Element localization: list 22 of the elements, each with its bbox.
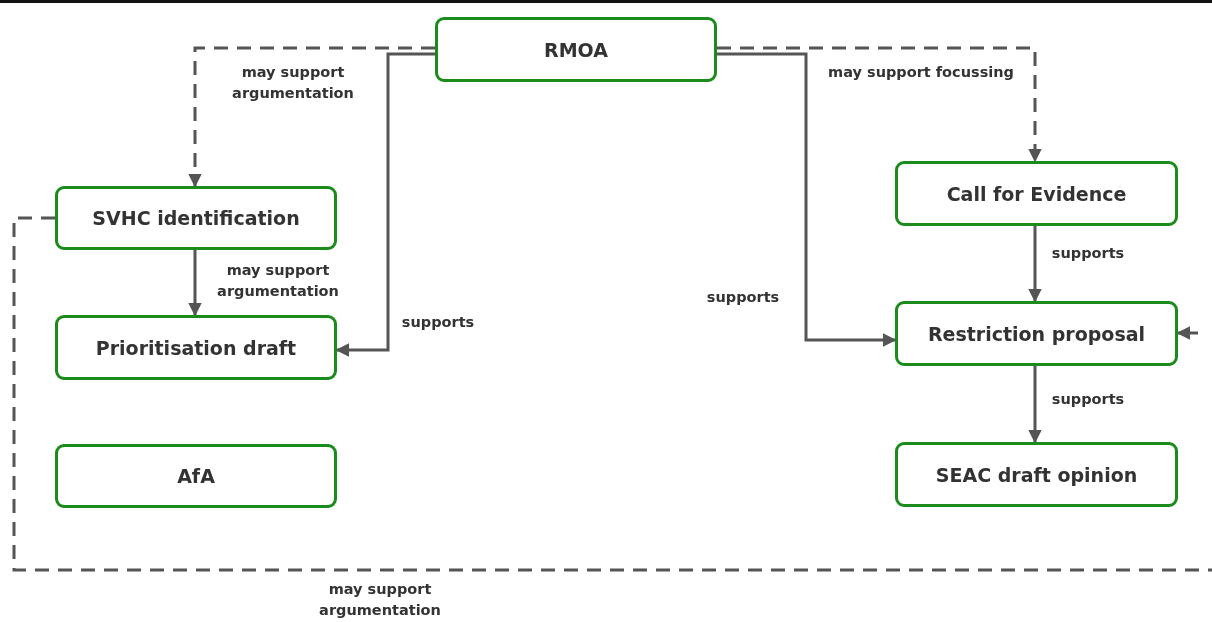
box-label: Call for Evidence — [946, 182, 1127, 205]
dashed-arrow — [717, 46, 1042, 163]
process-box — [55, 444, 337, 508]
arrow — [1176, 326, 1198, 340]
process-box — [895, 301, 1178, 366]
process-box — [895, 161, 1178, 226]
arrow — [188, 250, 202, 317]
box-label: SEAC draft opinion — [935, 463, 1138, 486]
arrow — [717, 52, 897, 347]
box-label: AfA — [177, 465, 215, 487]
box-label: Restriction proposal — [927, 322, 1146, 345]
box-label: Prioritisation draft — [95, 336, 297, 359]
arrow — [1028, 366, 1042, 444]
process-box — [895, 442, 1178, 507]
process-box — [435, 17, 717, 82]
box-label: SVHC identification — [92, 207, 300, 229]
arrow — [1028, 226, 1042, 303]
dashed-arrow — [188, 46, 435, 188]
arrow — [335, 52, 435, 357]
process-box — [55, 315, 337, 380]
process-box — [55, 186, 337, 250]
box-label: RMOA — [544, 38, 608, 61]
